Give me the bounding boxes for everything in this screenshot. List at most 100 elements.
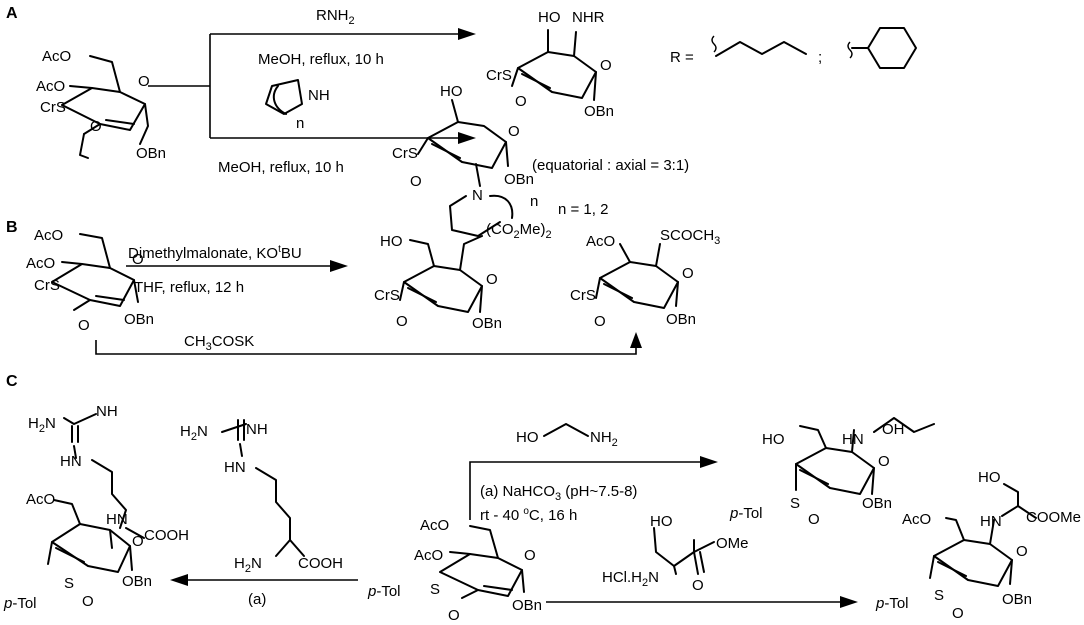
prod-b1-sulfinyl-o: O [396,313,408,330]
prod-b2-obn: OBn [666,311,696,328]
sm-c-structure [439,525,525,599]
sm-a-structure [61,55,149,159]
arg-prod-s: S [64,575,74,592]
arrow-a-bottom-head [458,132,476,144]
cyclic-amine-nh: NH [308,87,330,104]
prod-eth-ring-o: O [878,453,890,470]
arg-prod-h2n: H2N [28,415,56,435]
arrow-b-top-head [330,260,348,272]
arg-prod-imine-nh: NH [96,403,118,420]
cyclohexyl-group [847,27,917,69]
ratio-note: (equatorial : axial = 3:1) [532,157,689,174]
n-values: n = 1, 2 [558,201,608,218]
sm-c-ptol: p-Tol [367,583,401,600]
prod-ser-s: S [934,587,944,604]
prod-a2-sulfinyl-o: O [410,173,422,190]
prod-b1-malonate: (CO2Me)2 [486,221,552,241]
prod-b2-scoch3: SCOCH3 [660,227,720,247]
product-b2-structure [595,243,679,309]
serine-ho: HO [650,513,673,530]
cyclic-amine-structure [265,79,303,115]
sm-b-obn: OBn [124,311,154,328]
prod-b1-crs: CrS [374,287,400,304]
a-cond-bottom: MeOH, reflux, 10 h [218,159,344,176]
arrow-c-lower-head [840,596,858,608]
arg-product-structure [47,413,145,573]
prod-b2-aco: AcO [586,233,615,250]
prod-ser-ring-o: O [1016,543,1028,560]
prod-ser-obn: OBn [1002,591,1032,608]
arg-prod-cooh: COOH [144,527,189,544]
ethanolamine-structure [543,423,589,437]
product-ser-structure [929,483,1037,587]
prod-a1-ho: HO [538,9,561,26]
prod-b2-ring-o: O [682,265,694,282]
arg-prod-aco: AcO [26,491,55,508]
prod-a2-n-index: n [530,193,538,210]
arrow-b-bottom-head [630,332,642,348]
sm-a-aco-2: AcO [36,78,65,95]
sm-b-crs: CrS [34,277,60,294]
prod-a2-crs: CrS [392,145,418,162]
prod-b2-sulfinyl-o: O [594,313,606,330]
prod-a1-nhr: NHR [572,9,605,26]
arrow-c-left-head [170,574,188,586]
arg-prod-hn-2: HN [106,511,128,528]
product-a1-structure [511,29,597,101]
prod-b1-ho: HO [380,233,403,250]
a-reagent-top: RNH2 [316,7,355,27]
arginine-structure [221,419,305,557]
prod-a1-sulfinyl-o: O [515,93,527,110]
prod-eth-s: S [790,495,800,512]
sm-c-aco-2: AcO [414,547,443,564]
serine-ome: OMe [716,535,749,552]
arrow-c-upper [469,461,704,520]
prod-ser-coome: COOMe [1026,509,1081,526]
sm-a-sulfinyl-o: O [90,118,102,135]
prod-b1-obn: OBn [472,315,502,332]
arginine-hn: HN [224,459,246,476]
prod-a2-n: N [472,187,483,204]
sm-c-ring-o: O [524,547,536,564]
arg-prod-obn: OBn [122,573,152,590]
arginine-h2n-2: H2N [234,555,262,575]
a-cond-top: MeOH, reflux, 10 h [258,51,384,68]
panel-label-a: A [6,5,18,22]
c-cond-temp: rt - 40 oC, 16 h [480,506,577,524]
n-butyl-group [711,35,807,57]
b-cond-top: THF, reflux, 12 h [134,279,244,296]
sm-b-structure [51,233,139,311]
prod-a1-ring-o: O [600,57,612,74]
prod-eth-sulfinyl-o: O [808,511,820,528]
prod-a1-obn: OBn [584,103,614,120]
prod-ser-hn: HN [980,513,1002,530]
product-b1-structure [399,235,483,313]
arginine-imine-nh: NH [246,421,268,438]
sm-a-ring-o: O [138,73,150,90]
serine-structure [653,527,715,575]
prod-b1-ring-o: O [486,271,498,288]
prod-ser-ptol: p-Tol [875,595,909,612]
arg-prod-hn: HN [60,453,82,470]
sm-b-aco-1: AcO [34,227,63,244]
prod-ser-sulfinyl-o: O [952,605,964,622]
b-reagent-top: Dimethylmalonate, KOtBU [128,244,302,262]
arrow-b-bottom [95,340,637,355]
prod-eth-oh: OH [882,421,905,438]
arrow-c-upper-head [700,456,718,468]
product-a2-structure [417,99,514,237]
r-separator: ; [818,49,822,66]
arg-prod-ptol: p-Tol [3,595,37,612]
prod-eth-ptol: p-Tol [729,505,763,522]
arg-prod-ring-o: O [132,533,144,550]
prod-eth-hn: HN [842,431,864,448]
ethanolamine-ho: HO [516,429,539,446]
arrow-a-top-head [458,28,476,40]
prod-a2-ho: HO [440,83,463,100]
arginine-h2n: H2N [180,423,208,443]
ethanolamine-nh2: NH2 [590,429,618,449]
sm-b-sulfinyl-o: O [78,317,90,334]
sm-c-obn: OBn [512,597,542,614]
panel-label-c: C [6,373,18,390]
